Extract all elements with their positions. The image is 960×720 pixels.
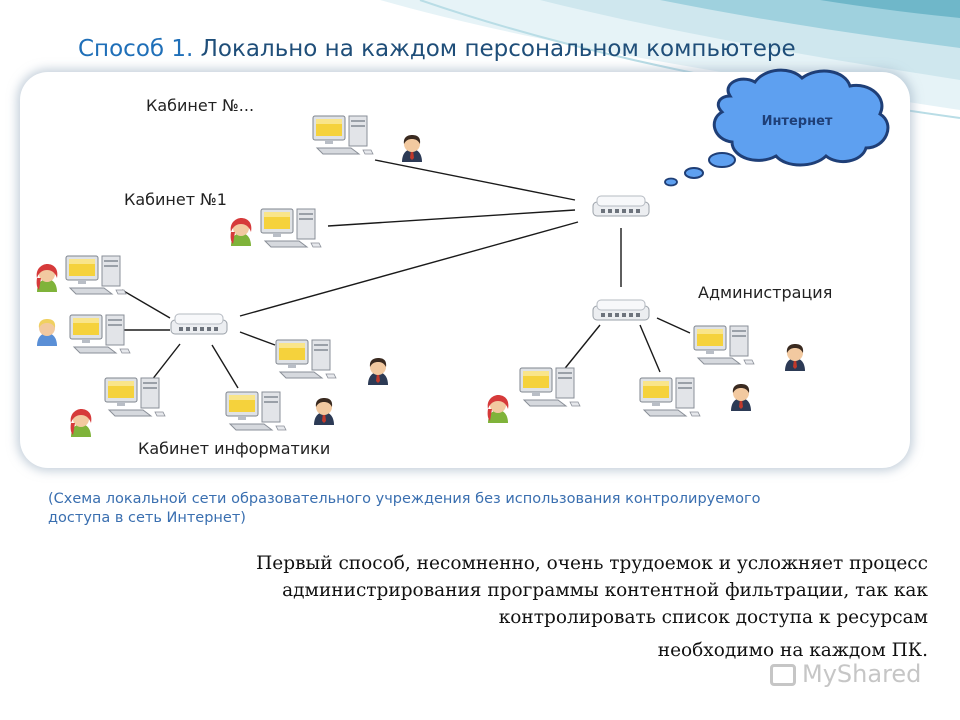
user-informatics-1 <box>36 264 58 292</box>
user-admin-3 <box>785 344 805 371</box>
body-paragraph: Первый способ, несомненно, очень трудоем… <box>150 550 928 664</box>
computer-informatics-2 <box>69 314 131 354</box>
user-informatics-4 <box>314 398 334 425</box>
label-room-other: Кабинет №... <box>146 96 254 115</box>
computer-admin-1 <box>519 367 581 407</box>
body-paragraph-main: Первый способ, несомненно, очень трудоем… <box>256 553 928 628</box>
watermark-icon <box>770 664 796 686</box>
watermark-text: MyShared <box>802 660 922 688</box>
computer-informatics-3 <box>104 377 166 417</box>
computer-informatics-1 <box>65 255 127 295</box>
slide-title: Способ 1. Локально на каждом персонально… <box>78 36 796 62</box>
title-text: Локально на каждом персональном компьюте… <box>200 36 796 62</box>
cloud-label: Интернет <box>762 114 833 129</box>
user-informatics-2 <box>37 319 57 346</box>
switch-main <box>592 195 650 217</box>
user-informatics-5 <box>368 358 388 385</box>
computer-room-other <box>312 115 374 155</box>
internet-cloud: Интернет <box>664 68 890 187</box>
user-room-1 <box>230 218 252 246</box>
computer-admin-2 <box>639 377 701 417</box>
label-room-1: Кабинет №1 <box>124 190 227 209</box>
diagram-caption: (Схема локальной сети образовательного у… <box>48 491 761 526</box>
body-paragraph-last-line: необходимо на каждом ПК. <box>657 640 928 661</box>
computer-room-1 <box>260 208 322 248</box>
network-links <box>121 159 691 389</box>
user-informatics-3 <box>70 409 92 437</box>
computer-informatics-5 <box>275 339 337 379</box>
label-administration: Администрация <box>698 283 832 302</box>
label-informatics-room: Кабинет информатики <box>138 439 330 458</box>
cloud-shape <box>712 68 890 167</box>
user-room-other <box>402 135 422 162</box>
computer-admin-3 <box>693 325 755 365</box>
title-method-number: Способ 1. <box>78 36 194 62</box>
computer-informatics-4 <box>225 391 287 431</box>
user-admin-2 <box>731 384 751 411</box>
switch-administration <box>592 299 650 321</box>
user-admin-1 <box>487 395 509 423</box>
watermark: MyShared <box>770 660 921 688</box>
switch-informatics <box>170 313 228 335</box>
